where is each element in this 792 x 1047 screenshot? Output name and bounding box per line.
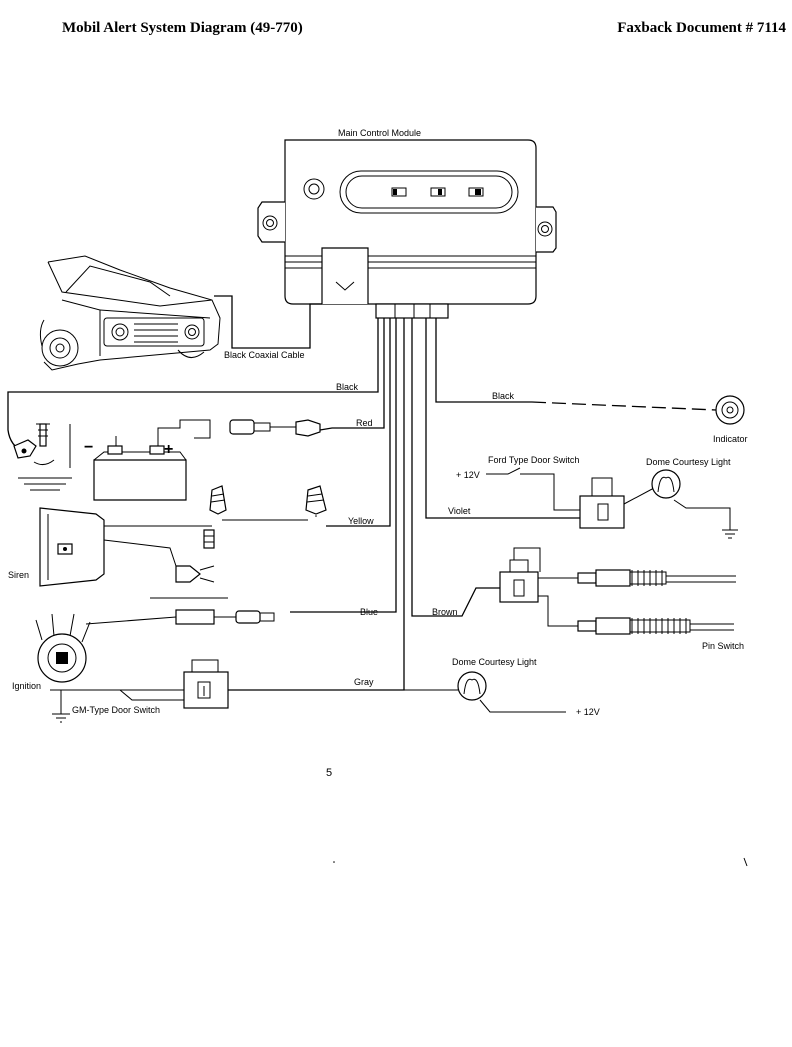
label-dome-light-bottom: Dome Courtesy Light <box>452 657 537 667</box>
led-indicator-icon <box>391 187 484 197</box>
label-black-wire-left: Black <box>336 382 359 392</box>
label-gray-wire: Gray <box>354 677 374 687</box>
label-main-control-module: Main Control Module <box>338 128 421 138</box>
label-indicator: Indicator <box>713 434 748 444</box>
violet-wire <box>425 318 580 519</box>
brown-wire <box>411 318 500 617</box>
label-black-wire-right: Black <box>492 391 515 401</box>
label-battery-plus: + <box>164 441 173 458</box>
document-title: Mobil Alert System Diagram (49-770) <box>62 20 303 36</box>
main-control-module <box>257 139 557 319</box>
battery-icon <box>69 419 211 501</box>
label-battery-minus: − <box>84 439 93 456</box>
label-dome-light-top: Dome Courtesy Light <box>646 457 731 467</box>
label-siren: Siren <box>8 570 29 580</box>
black-coaxial-cable <box>214 295 322 349</box>
yellow-wire <box>326 318 391 527</box>
label-blue-wire: Blue <box>360 607 378 617</box>
indicator-lead <box>531 401 717 411</box>
label-gm-door-switch: GM-Type Door Switch <box>72 705 160 715</box>
ignition-switch-icon <box>35 613 177 683</box>
page-number: 5 <box>326 767 332 779</box>
label-ignition: Ignition <box>12 681 41 691</box>
gm-door-switch-icon <box>50 659 229 723</box>
dome-light-top-icon <box>651 469 738 539</box>
siren-icon <box>39 507 308 587</box>
red-wire <box>319 318 385 431</box>
fuse-holder-icon <box>229 419 321 437</box>
faxback-document-number: Faxback Document # 7114 <box>617 20 786 36</box>
indicator-led-icon <box>715 395 745 425</box>
blue-wire <box>290 318 397 613</box>
ford-door-switch-icon <box>486 467 655 529</box>
vehicle-illustration <box>39 255 221 371</box>
quick-disconnect-icon <box>175 609 275 625</box>
label-black-coaxial-cable: Black Coaxial Cable <box>224 350 305 360</box>
pin-switch-icon <box>499 547 736 635</box>
black-indicator-wire <box>435 318 532 403</box>
black-ground-wire <box>7 318 379 453</box>
label-violet-wire: Violet <box>448 506 471 516</box>
label-ford-door-switch: Ford Type Door Switch <box>488 455 579 465</box>
wire-nut-icon <box>209 485 327 515</box>
label-plus-12v-ford: + 12V <box>456 470 480 480</box>
siren-ground-icon <box>150 529 228 599</box>
scan-artifacts <box>315 515 748 867</box>
label-yellow-wire: Yellow <box>348 516 374 526</box>
ground-terminal-icon <box>13 423 72 491</box>
dome-light-bottom-icon <box>228 671 566 713</box>
label-plus-12v-gm: + 12V <box>576 707 600 717</box>
label-red-wire: Red <box>356 418 373 428</box>
label-brown-wire: Brown <box>432 607 458 617</box>
label-pin-switch: Pin Switch <box>702 641 744 651</box>
